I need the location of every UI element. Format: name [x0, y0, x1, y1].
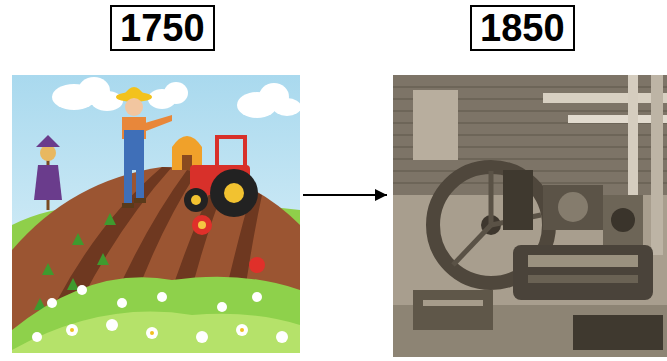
year-panel: 1850: [393, 5, 667, 357]
farm-illustration: [12, 75, 300, 353]
year-label: 1850: [470, 5, 575, 51]
year-label: 1750: [110, 5, 215, 51]
machinery-photo: [393, 75, 667, 357]
year-panel: 1750: [12, 5, 300, 355]
transition-arrow: [303, 189, 387, 201]
